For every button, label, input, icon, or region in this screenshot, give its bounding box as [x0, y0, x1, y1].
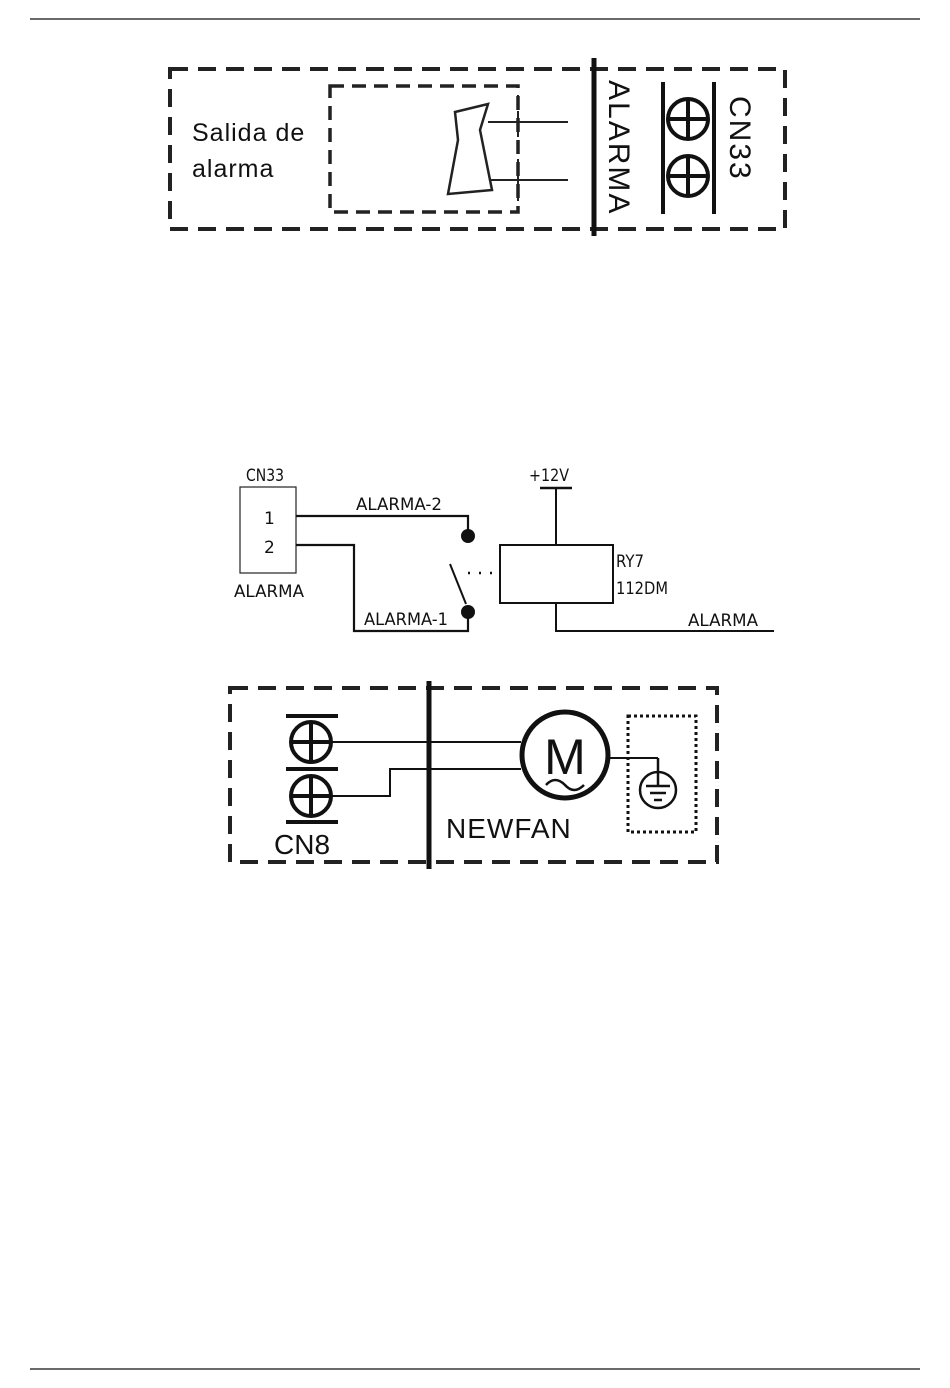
contact-top [461, 529, 475, 543]
cn33-connector-box [240, 487, 296, 573]
cn8-terminal-block [286, 716, 338, 822]
fan-motor-diagram: CN8 M NEWFAN [230, 681, 717, 869]
alarm-output-label-1: Salida de [192, 119, 305, 147]
screw-terminal-icon [668, 99, 708, 139]
pin-1-label: 1 [264, 509, 275, 529]
ground-icon [640, 758, 676, 808]
motor-wire-2 [331, 769, 521, 796]
alarm-output-label-2: alarma [192, 155, 274, 183]
pin-2-label: 2 [264, 538, 275, 558]
relay-coil [500, 545, 613, 603]
wire-alarma-2-label: ALARMA-2 [356, 495, 442, 515]
screw-terminal-icon [668, 156, 708, 196]
alarm-output-label: ALARMA [688, 611, 758, 631]
relay-name: RY7 [616, 552, 644, 572]
ground-dotted-box [628, 716, 696, 832]
contact-bottom [461, 605, 475, 619]
alarm-output-diagram: Salida de alarma ALARMA CN33 [170, 58, 785, 236]
alarm-terminal-label: ALARMA [602, 80, 635, 215]
cn33-sub-label: ALARMA [234, 582, 304, 602]
cn33-label: CN33 [246, 466, 284, 486]
alarm-schematic: CN33 1 2 ALARMA ALARMA-2 ALARMA-1 +12V R… [234, 466, 774, 631]
outer-dashed-box [170, 69, 785, 229]
switch-blade [450, 564, 466, 604]
relay-contact-shape [448, 104, 492, 194]
relay-model: 112DM [616, 579, 668, 599]
cn33-terminal-label: CN33 [723, 96, 756, 181]
screw-terminal-icon [291, 776, 331, 816]
motor-symbol: M [544, 729, 586, 785]
wire-alarma-1-label: ALARMA-1 [364, 610, 448, 630]
cn8-label: CN8 [274, 829, 330, 860]
supply-label: +12V [529, 466, 569, 486]
relay-dashed-box [330, 86, 518, 212]
terminal-block [663, 82, 714, 214]
screw-terminal-icon [291, 722, 331, 762]
wire-alarma-2 [296, 516, 468, 536]
newfan-label: NEWFAN [446, 813, 572, 844]
